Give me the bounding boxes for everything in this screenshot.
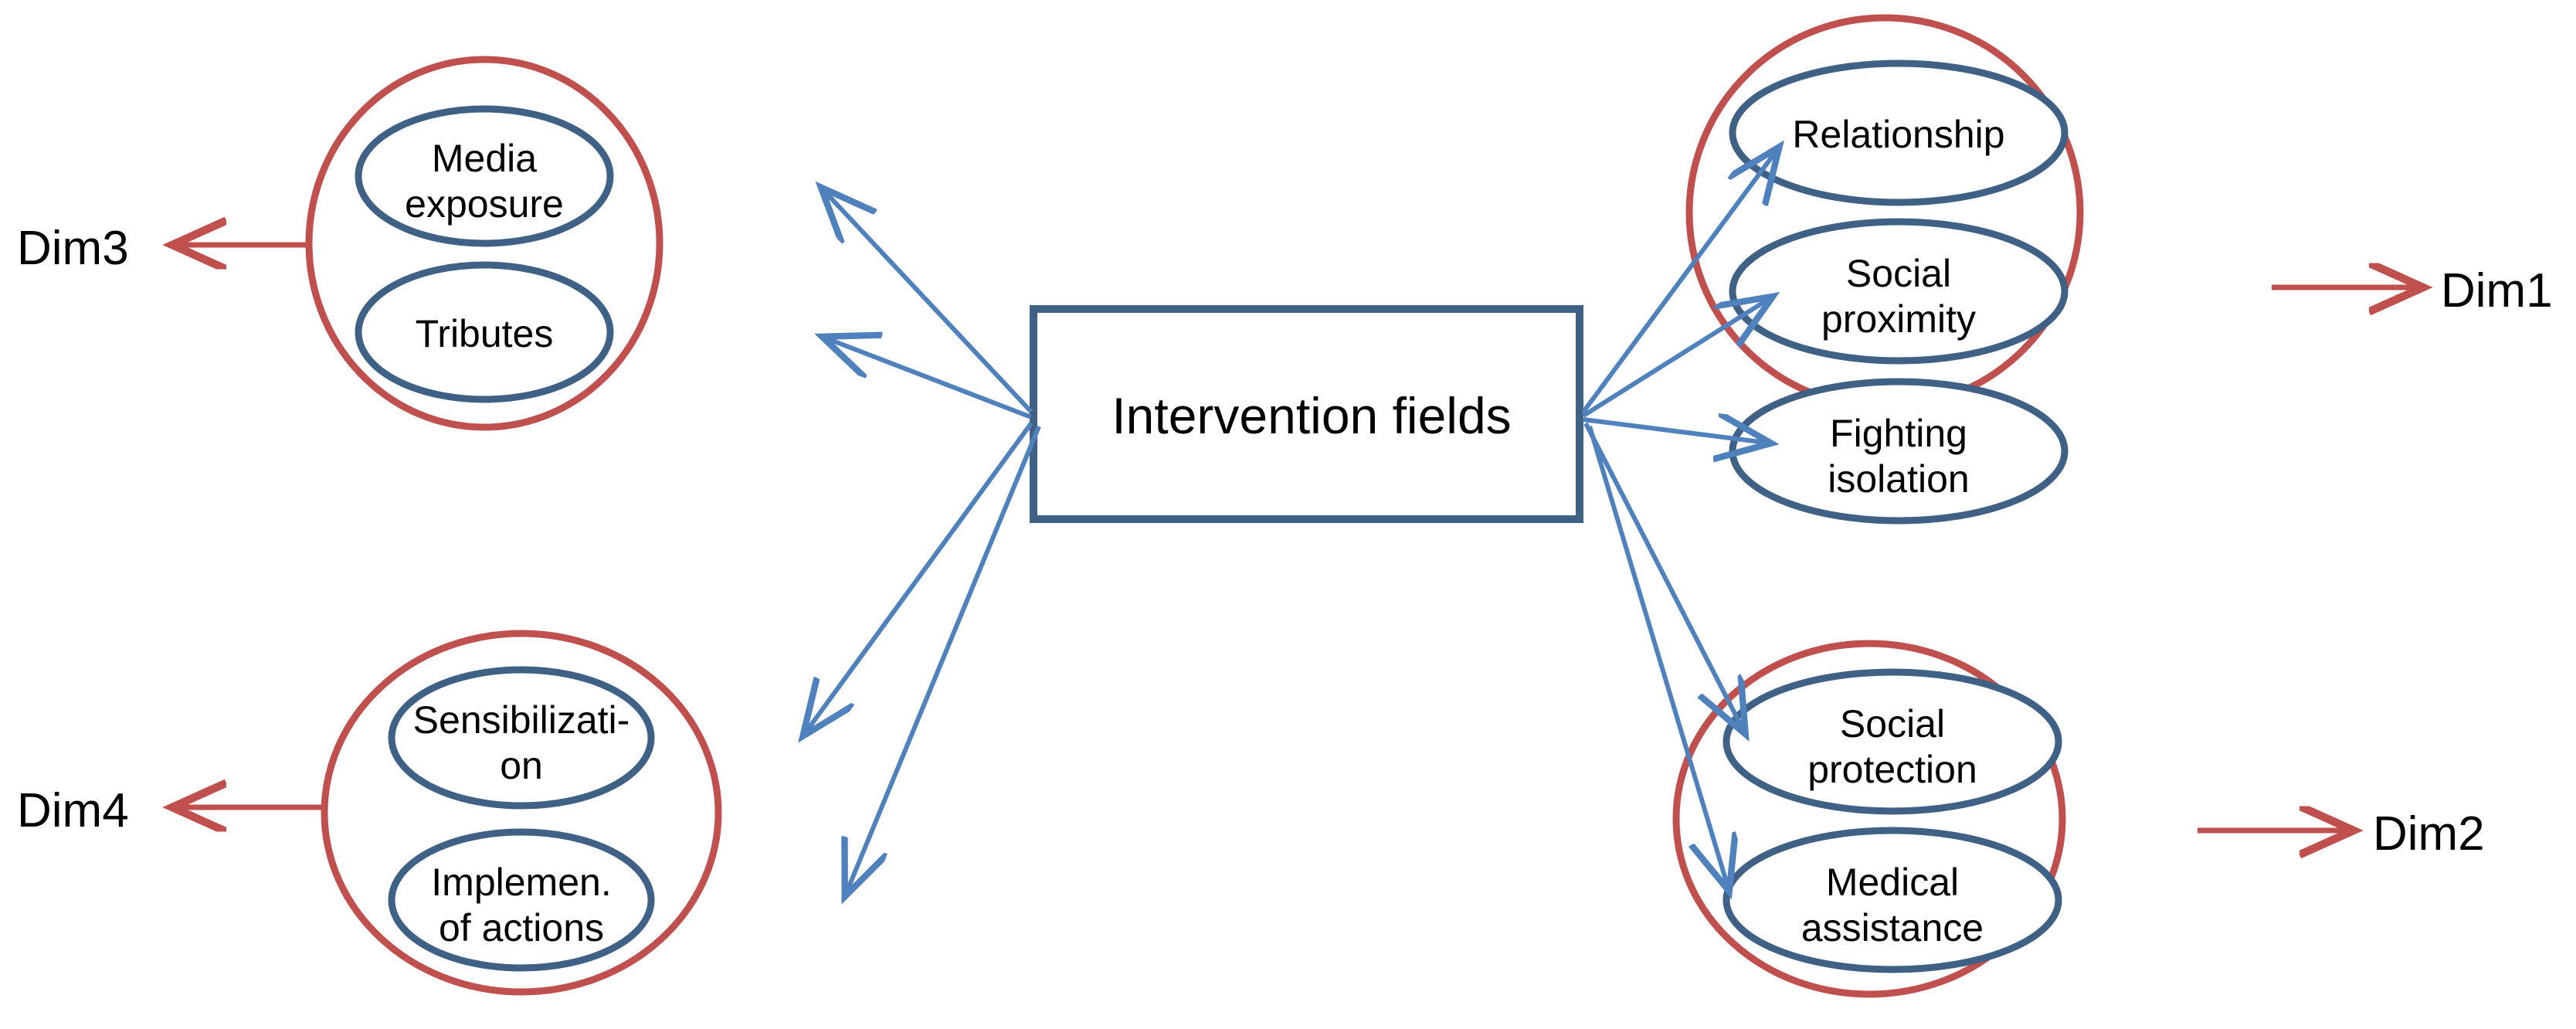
edge-to-social-proximity <box>1582 299 1769 418</box>
node-ellipse-relationship[interactable] <box>1729 59 2069 206</box>
edge-to-media-exposure <box>824 191 1033 414</box>
node-ellipse-media-exposure[interactable] <box>355 105 614 247</box>
node-ellipse-tributes[interactable] <box>355 261 614 403</box>
dim-label-dim2: Dim2 <box>2373 807 2485 861</box>
dim-label-dim1: Dim1 <box>2441 264 2553 318</box>
edge-to-tributes <box>826 338 1033 419</box>
node-ellipse-social-protection[interactable] <box>1722 668 2062 815</box>
node-ellipse-sensibilization[interactable] <box>388 666 655 810</box>
dim-label-dim4: Dim4 <box>17 784 129 837</box>
node-ellipse-medical-assistance[interactable] <box>1722 827 2062 973</box>
dim-label-dim3: Dim3 <box>17 222 129 275</box>
center-box[interactable] <box>1030 305 1583 523</box>
node-ellipse-implementation-of-actions[interactable] <box>388 828 655 972</box>
edge-to-relationship <box>1581 151 1777 413</box>
group-outline-dim4 <box>321 630 722 996</box>
group-outline-dim2 <box>1672 640 2066 998</box>
edge-to-social-protection <box>1583 422 1743 730</box>
edge-to-medical-assistance <box>1587 426 1728 887</box>
edge-to-fighting-isolation <box>1583 419 1767 443</box>
edge-to-implementation-of-actions <box>847 425 1041 892</box>
node-ellipse-social-proximity[interactable] <box>1729 218 2069 365</box>
node-ellipse-fighting-isolation[interactable] <box>1729 378 2069 525</box>
center-box-label: Intervention fields <box>1112 387 1512 444</box>
edge-to-sensibilization <box>806 422 1033 732</box>
